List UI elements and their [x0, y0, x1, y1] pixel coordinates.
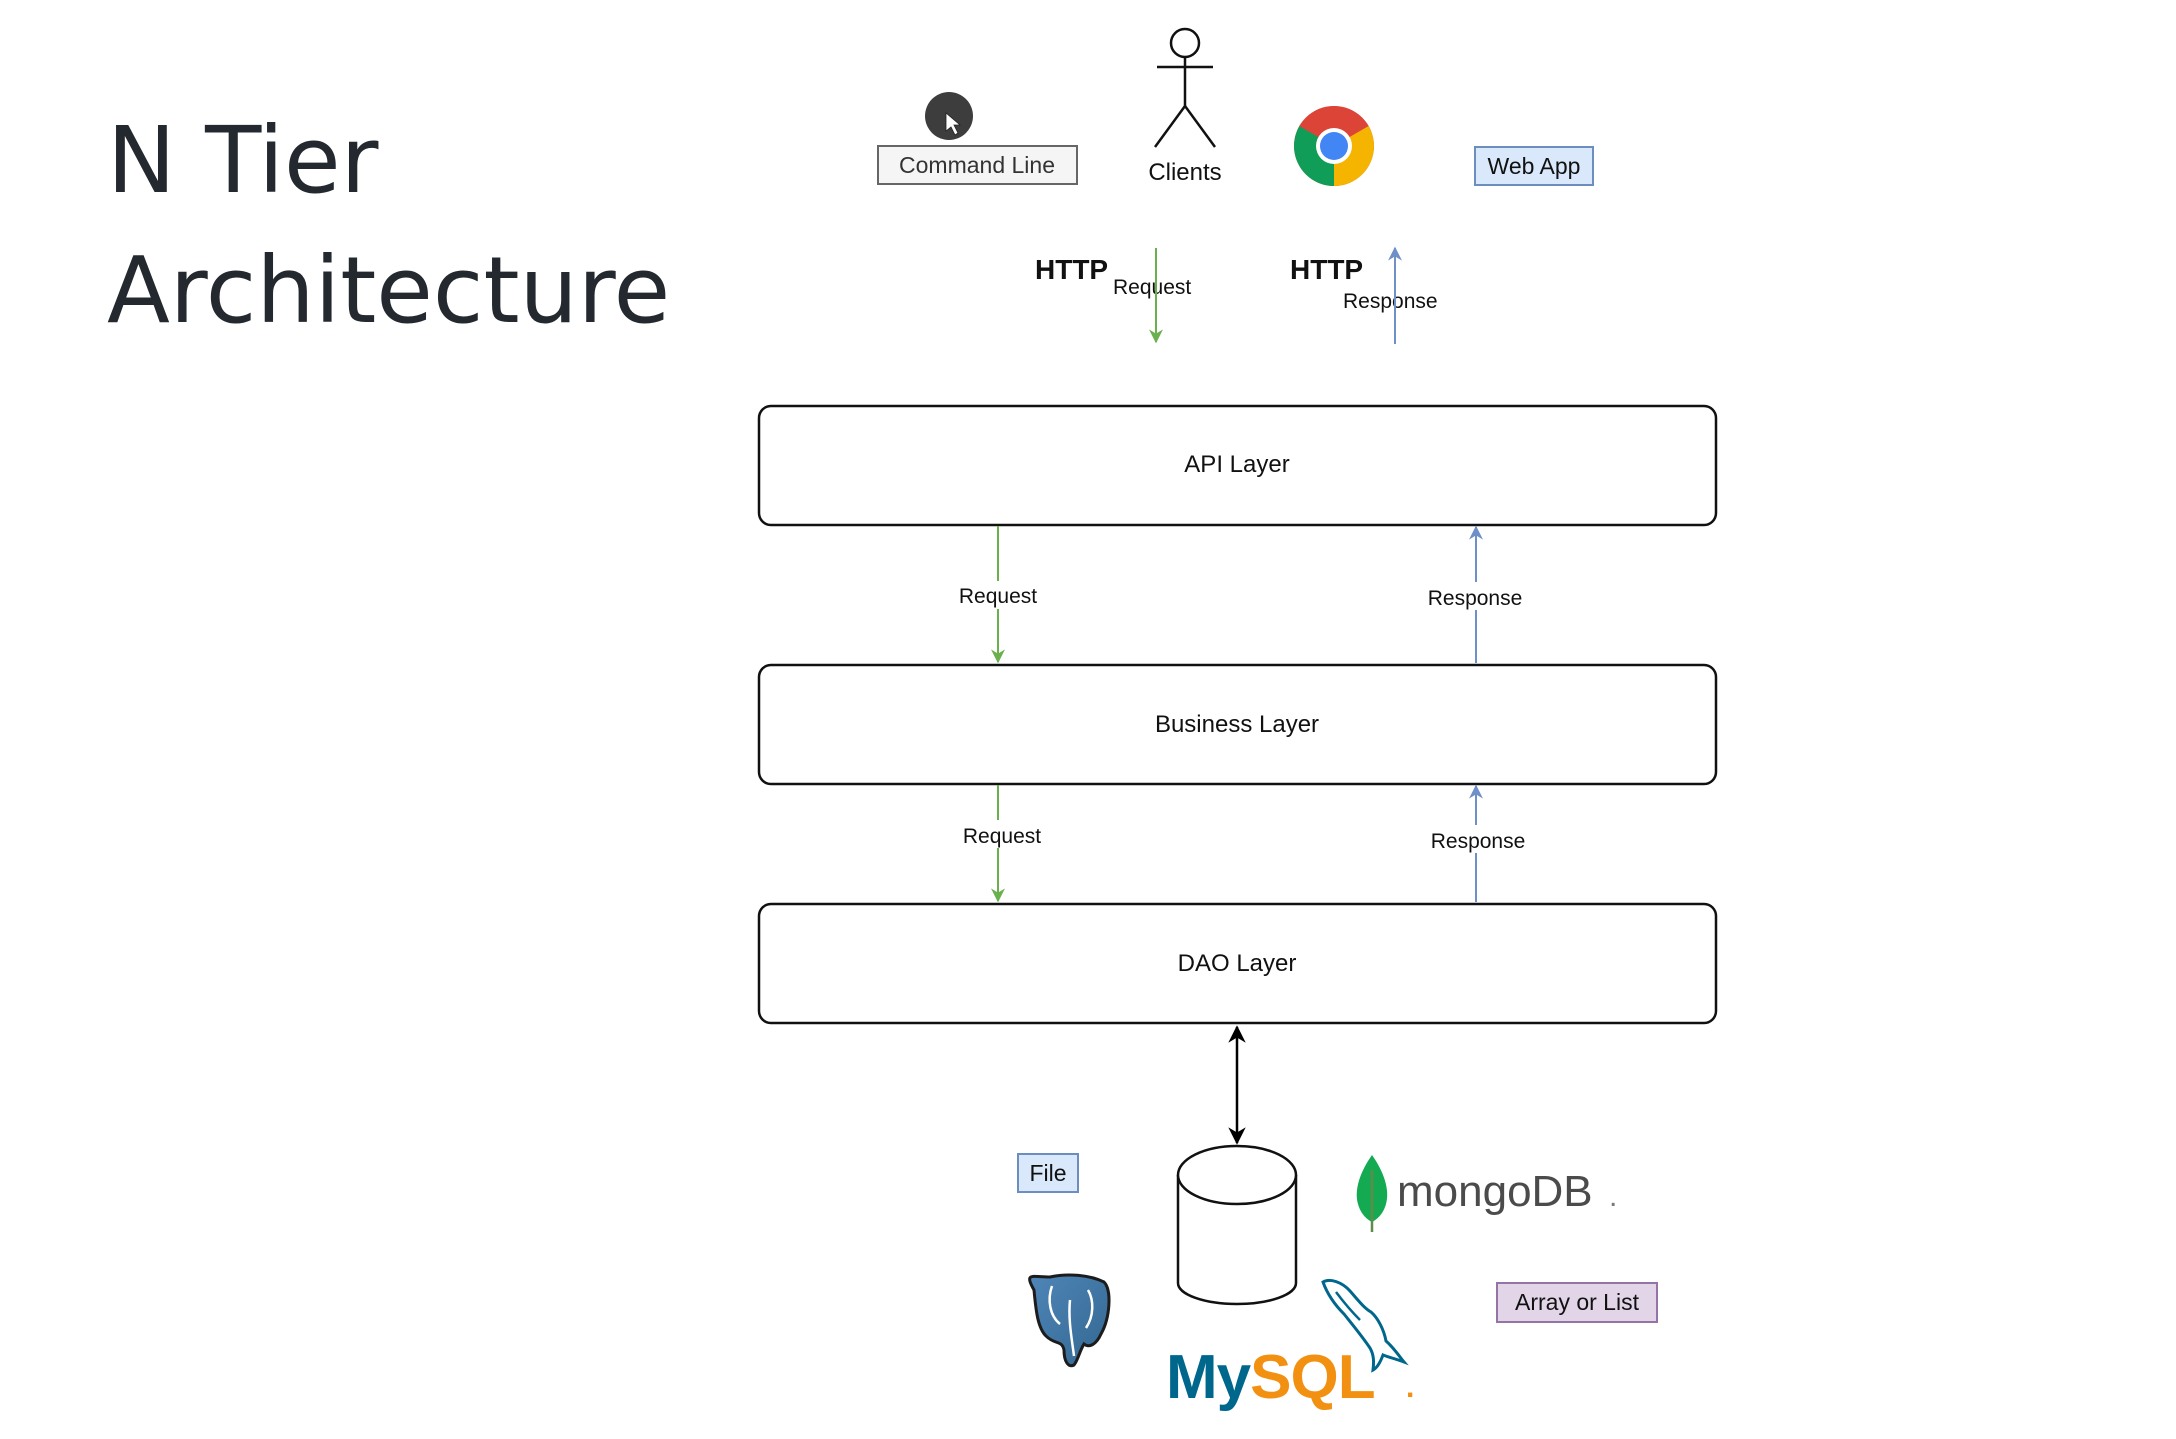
http-request-label: Request [1113, 276, 1191, 299]
database-cylinder-icon [1176, 1144, 1298, 1306]
mongodb-wordmark: mongoDB [1397, 1167, 1593, 1216]
api-layer-label: API Layer [1184, 451, 1289, 478]
http-response-label: Response [1343, 290, 1438, 313]
api-layer-box: API Layer [757, 404, 1718, 527]
business-layer-box: Business Layer [757, 663, 1718, 786]
api-business-request-label: Request [959, 585, 1037, 608]
file-label: File [1029, 1160, 1066, 1186]
business-dao-response-label: Response [1431, 830, 1526, 853]
array-or-list-label: Array or List [1515, 1289, 1640, 1315]
web-app-box: Web App [1474, 146, 1594, 186]
http-response-title: HTTP [1290, 254, 1363, 285]
user-avatar-icon [925, 92, 973, 140]
mysql-wordmark-dot: . [1406, 1371, 1414, 1404]
dao-layer-box: DAO Layer [757, 902, 1718, 1025]
mongodb-leaf-icon [1356, 1155, 1388, 1232]
business-dao-response-bg [1423, 825, 1535, 853]
clients-label: Clients [1148, 159, 1221, 186]
command-line-label: Command Line [899, 152, 1055, 178]
mongodb-logo: mongoDB . [1356, 1155, 1617, 1232]
stick-figure-icon [1153, 27, 1217, 148]
mysql-wordmark: MySQL [1166, 1343, 1375, 1412]
web-app-label: Web App [1488, 153, 1581, 179]
page-title: N Tier Architecture [107, 96, 670, 356]
array-or-list-box: Array or List [1496, 1282, 1658, 1323]
postgresql-elephant-icon [1028, 1273, 1111, 1368]
dao-layer-label: DAO Layer [1178, 950, 1297, 977]
http-request-title: HTTP [1035, 254, 1108, 285]
business-dao-request-bg [953, 820, 1049, 848]
business-layer-label: Business Layer [1155, 711, 1319, 738]
mongodb-wordmark-dot: . [1609, 1180, 1617, 1213]
title-line-2: Architecture [107, 237, 671, 344]
title-line-1: N Tier [107, 107, 379, 214]
command-line-box: Command Line [877, 145, 1078, 185]
business-dao-request-label: Request [963, 825, 1041, 848]
mysql-logo: MySQL . [1166, 1343, 1414, 1412]
api-business-response-label: Response [1428, 587, 1523, 610]
file-box: File [1017, 1153, 1079, 1193]
api-business-request-bg [950, 581, 1046, 609]
mysql-dolphin-icon [1321, 1278, 1409, 1373]
api-business-response-bg [1420, 582, 1532, 610]
chrome-browser-icon [1294, 106, 1374, 186]
